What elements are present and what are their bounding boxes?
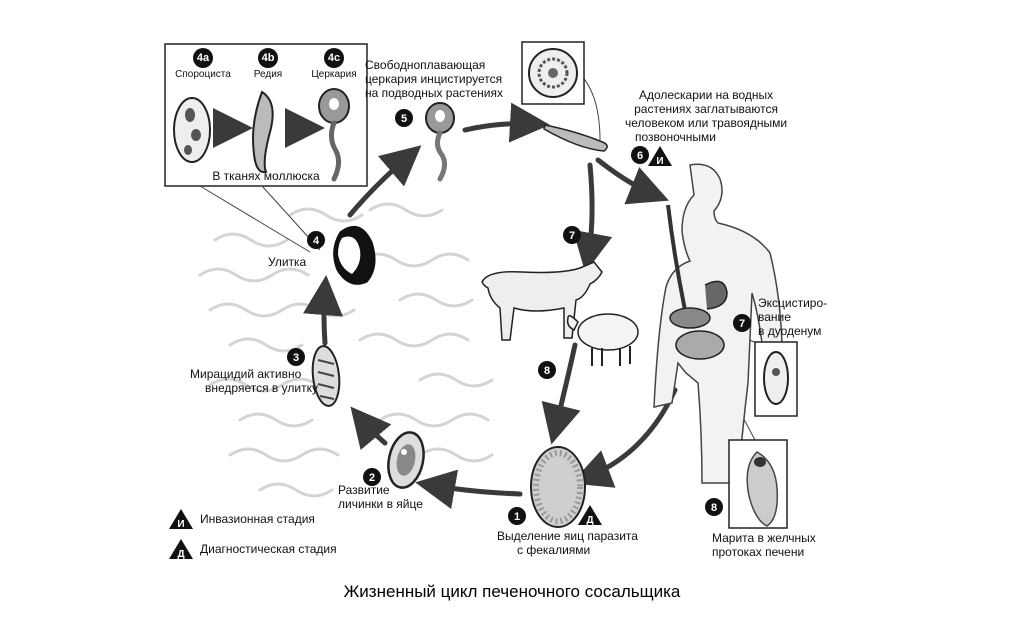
step-badge-6: 6 <box>631 146 649 164</box>
human-host-icon <box>653 163 783 484</box>
step-badge-2: 2 <box>363 468 381 486</box>
inset-label-4c: Церкария <box>311 69 357 80</box>
redia-icon <box>252 90 274 174</box>
legend-diagnostic-mark: Д <box>169 539 193 560</box>
step-badges: 1 2 3 4 5 6 7 7 8 8 <box>287 109 751 525</box>
stage-mark-infective: И <box>648 146 672 167</box>
developing-egg-icon <box>387 431 425 489</box>
sporocyst-icon <box>173 97 211 163</box>
svg-text:И: И <box>656 156 663 167</box>
step-badge-3: 3 <box>287 348 305 366</box>
water-plant-icon <box>543 124 608 152</box>
inset-badge-4a: 4a <box>193 48 213 68</box>
step-badge-8: 7 <box>563 226 581 244</box>
svg-text:5: 5 <box>401 113 407 125</box>
sheep-icon <box>566 313 639 366</box>
free-cercaria-icon <box>425 102 455 182</box>
inset-label-4a: Спороциста <box>175 69 231 80</box>
svg-text:6: 6 <box>637 150 643 162</box>
legend-diagnostic-text: Диагностическая стадия <box>200 542 337 556</box>
snail-icon <box>333 225 376 285</box>
inset-label-4b: Редия <box>253 69 283 80</box>
stage-mark-diagnostic: Д <box>578 505 602 526</box>
cercaria-icon <box>318 88 350 182</box>
metacercaria-cyst-icon <box>521 41 585 105</box>
svg-text:8: 8 <box>711 502 717 514</box>
parasite-egg-icon <box>530 446 586 528</box>
adult-fluke-icon <box>728 439 788 529</box>
legend-infective-text: Инвазионная стадия <box>200 512 315 526</box>
step-badge-9: 8 <box>705 498 723 516</box>
svg-text:1: 1 <box>514 511 520 523</box>
excysted-larva-icon <box>754 341 798 417</box>
step-badge-4: 4 <box>307 231 325 249</box>
svg-text:4: 4 <box>313 235 320 247</box>
svg-text:8: 8 <box>544 365 550 377</box>
svg-text:7: 7 <box>569 230 575 242</box>
svg-text:7: 7 <box>739 318 745 330</box>
svg-text:2: 2 <box>369 472 375 484</box>
inset-caption: В тканях моллюска <box>212 169 320 183</box>
svg-text:3: 3 <box>293 352 299 364</box>
step-badge-10: 8 <box>538 361 556 379</box>
legend-infective-mark: И <box>169 509 193 530</box>
step-badge-5: 5 <box>395 109 413 127</box>
step-badge-7: 7 <box>733 314 751 332</box>
inset-badge-4b: 4b <box>258 48 278 68</box>
svg-text:Д: Д <box>177 549 184 560</box>
water-waves <box>198 202 494 498</box>
svg-text:Д: Д <box>586 515 593 526</box>
step-4-label: Улитка <box>268 255 307 269</box>
step-badge-1: 1 <box>508 507 526 525</box>
inset-badge-4c: 4c <box>324 48 344 68</box>
miracidium-icon <box>311 345 341 407</box>
figure-caption: Жизненный цикл печеночного сосальщика <box>343 582 681 601</box>
stage-markers: И Д И Д <box>169 146 672 560</box>
svg-text:И: И <box>177 519 184 530</box>
